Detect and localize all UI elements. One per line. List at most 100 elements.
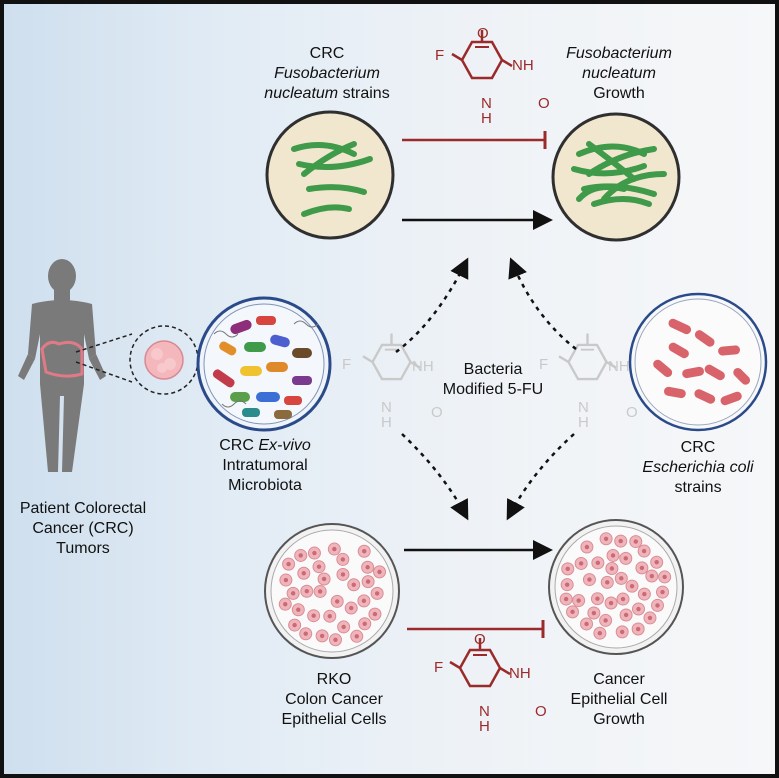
cell-nucleus — [618, 538, 623, 544]
cell-nucleus — [591, 610, 597, 616]
label-ecoli: CRC Escherichia coli strains — [642, 439, 754, 496]
cell-nucleus — [316, 564, 322, 569]
cell-nucleus — [623, 556, 628, 561]
cell-nucleus — [595, 596, 600, 601]
cell-nucleus — [587, 577, 592, 582]
human-body-icon — [18, 259, 106, 472]
atom-h-faded-r: H — [578, 414, 589, 431]
cell-inhibition-arrow — [407, 620, 545, 638]
cell-nucleus — [655, 603, 660, 608]
label-fn-growth: Fusobacterium nucleatum Growth — [566, 45, 672, 102]
cell-nucleus — [597, 631, 603, 636]
atom-o-top: O — [477, 25, 489, 42]
cell-nucleus — [635, 626, 641, 632]
label-modified-5fu: Bacteria Modified 5-FU — [442, 361, 544, 398]
cell-nucleus — [619, 629, 625, 635]
ecoli-dish — [628, 292, 768, 432]
cell-nucleus — [609, 566, 615, 571]
cell-nucleus — [578, 561, 584, 566]
atom-n: N — [481, 95, 492, 112]
label-rko: RKO Colon Cancer Epithelial Cells — [281, 671, 387, 728]
cell-nucleus — [290, 591, 296, 596]
cancer-growth-dish — [548, 519, 684, 655]
atom-o-bottom-right: O — [535, 703, 547, 720]
cell-nucleus — [608, 600, 614, 606]
cell-nucleus — [584, 621, 589, 627]
fn-inhibition-arrow — [402, 131, 547, 149]
cell-nucleus — [603, 536, 609, 541]
cell-nucleus — [623, 612, 629, 618]
cell-nucleus — [341, 624, 346, 630]
cell-nucleus — [340, 572, 346, 577]
cell-nucleus — [298, 553, 303, 558]
cell-nucleus — [649, 573, 655, 579]
cell-nucleus — [660, 589, 665, 595]
cell-nucleus — [576, 598, 581, 603]
atom-o-bottom-top: O — [474, 631, 486, 648]
cell-nucleus — [283, 577, 289, 583]
cell-nucleus — [312, 550, 317, 556]
cell-nucleus — [351, 582, 356, 587]
cell-nucleus — [321, 576, 327, 582]
exvivo-microbiota-dish — [196, 296, 332, 432]
cell-nucleus — [362, 549, 367, 554]
atom-o-right: O — [538, 95, 550, 112]
cell-nucleus — [292, 622, 297, 628]
cell-nucleus — [365, 565, 370, 570]
cell-nucleus — [349, 605, 354, 611]
cell-nucleus — [283, 601, 288, 607]
cell-nucleus — [603, 618, 608, 623]
atom-n-bottom: N — [479, 703, 490, 720]
cell-nucleus — [304, 589, 309, 594]
cell-nucleus — [595, 560, 601, 566]
cell-nucleus — [636, 606, 641, 612]
atom-h: H — [481, 110, 492, 127]
atom-nh-bottom: NH — [509, 665, 531, 682]
atom-nh-faded-r: NH — [608, 358, 630, 375]
cell-nucleus — [317, 589, 323, 594]
cell-nucleus — [372, 611, 378, 617]
cell-nucleus — [639, 565, 645, 571]
label-fn-strains: CRC Fusobacterium nucleatum strains — [264, 45, 390, 102]
atom-h-faded: H — [381, 414, 392, 431]
fn-growth-dish — [551, 112, 681, 242]
label-patient: Patient Colorectal Cancer (CRC) Tumors — [19, 500, 147, 557]
cell-nucleus — [296, 607, 301, 612]
label-exvivo: CRC Ex-vivo Intratumoral Microbiota — [219, 437, 311, 494]
atom-o-faded-r: O — [626, 404, 638, 421]
atom-f-faded: F — [342, 356, 351, 373]
cell-nucleus — [362, 621, 367, 626]
atom-n-faded: N — [381, 399, 392, 416]
atom-f-bottom: F — [434, 659, 443, 676]
cell-nucleus — [610, 553, 616, 558]
diagram-canvas: F NH N H O O — [18, 25, 768, 735]
cell-nucleus — [335, 599, 340, 604]
colon-icon — [40, 340, 84, 378]
atom-f-faded-r: F — [539, 356, 548, 373]
cell-nucleus — [311, 613, 316, 618]
cell-nucleus — [319, 633, 325, 639]
cell-nucleus — [332, 546, 337, 552]
cell-nucleus — [642, 591, 647, 597]
atom-nh-faded: NH — [412, 358, 434, 375]
fn-strains-dish — [265, 110, 395, 240]
cell-nucleus — [564, 582, 570, 587]
cell-nucleus — [340, 557, 346, 562]
cell-nucleus — [327, 614, 332, 619]
cell-nucleus — [619, 576, 624, 581]
cell-nucleus — [565, 566, 570, 572]
cell-nucleus — [605, 580, 610, 585]
cell-nucleus — [662, 574, 667, 580]
cell-nucleus — [633, 539, 638, 544]
cell-nucleus — [365, 579, 371, 584]
cell-nucleus — [377, 569, 382, 575]
tumor-icon — [144, 340, 184, 380]
modified-5fu-arrows — [395, 257, 577, 521]
cell-nucleus — [354, 634, 359, 639]
cell-nucleus — [654, 560, 659, 565]
cell-nucleus — [286, 561, 291, 567]
atom-n-faded-r: N — [578, 399, 589, 416]
cell-nucleus — [641, 548, 647, 554]
cell-nucleus — [374, 591, 380, 596]
